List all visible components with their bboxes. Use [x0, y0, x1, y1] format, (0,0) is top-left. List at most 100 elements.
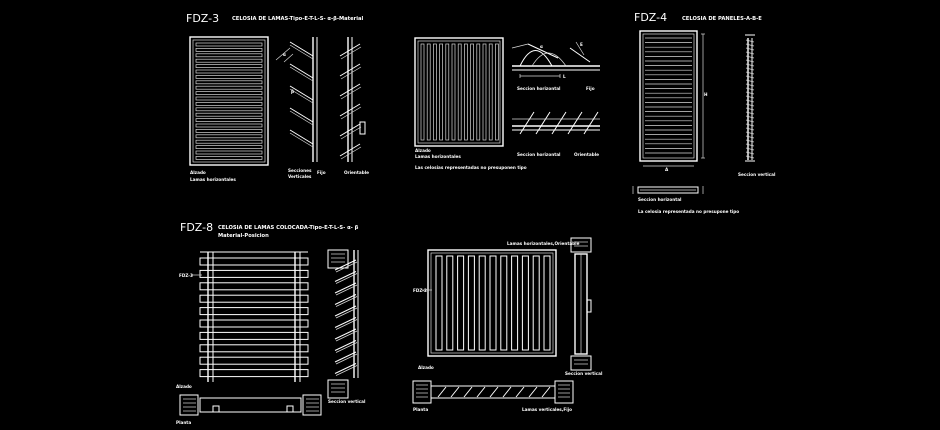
slat — [195, 91, 263, 95]
section-slat — [334, 351, 357, 363]
plan-slat — [528, 386, 538, 398]
slat — [195, 48, 263, 52]
svg-text:E: E — [580, 42, 583, 47]
fdz8-detail: FDZ-8 CELOSIA DE LAMAS COLOCADA-Tipo-E-T… — [176, 221, 366, 425]
slat — [195, 134, 263, 139]
bc-label-seccion-v: Seccion vertical — [565, 371, 603, 376]
section-slat — [339, 43, 361, 57]
bottom-center-detail: Lamas horizontales,Orientable FDZ-2 Alza… — [412, 237, 603, 412]
bc-label-planta: Planta — [413, 407, 428, 412]
section-slat — [745, 47, 755, 51]
slat — [470, 43, 474, 141]
slat — [435, 255, 443, 351]
fdz8-label-alzado: Alzado — [176, 384, 192, 389]
slat — [195, 69, 263, 74]
slat — [543, 255, 551, 351]
bc-label-lamas-v: Lamas verticales,Fijo — [522, 407, 572, 412]
slat — [476, 43, 481, 141]
section-slat — [745, 127, 755, 131]
section-slat — [745, 43, 755, 47]
ct-section-orientable — [512, 111, 600, 135]
ct-note: Las celosias representadas no presuponen… — [415, 165, 527, 170]
section-slat — [745, 87, 755, 91]
section-slat — [339, 143, 361, 157]
slat — [195, 42, 263, 47]
fdz8-label-seccion-v: Seccion vertical — [328, 399, 366, 404]
section-slat — [745, 75, 755, 79]
section-slat — [335, 319, 358, 330]
bc-label-alzado: Alzado — [418, 365, 434, 370]
slat — [195, 118, 263, 122]
section-slat — [339, 103, 361, 117]
section-slat — [535, 111, 551, 135]
fdz8-subtitle: Material-Posicion — [218, 233, 269, 239]
section-slat — [289, 44, 314, 60]
fdz3-title: CELOSIA DE LAMAS-Tipo-E-T-L-S- α-β-Mater… — [232, 16, 363, 22]
bc-ref: FDZ-2 — [413, 288, 427, 293]
svg-text:H: H — [704, 92, 708, 97]
slat — [195, 150, 263, 155]
slat — [199, 356, 309, 365]
slat — [195, 107, 263, 112]
section-slat — [335, 342, 358, 353]
fdz3-label-orientable: Orientable — [344, 170, 369, 175]
fdz4-title: CELOSIA DE PANELES-A-B-E — [682, 16, 762, 22]
fdz3-section-fijo: α β — [275, 37, 318, 162]
fdz3-label-alzado: Alzado — [190, 170, 206, 175]
section-slat — [289, 88, 314, 104]
section-slat — [340, 86, 362, 100]
fdz3-label-fijo: Fijo — [317, 170, 326, 175]
section-slat — [340, 66, 362, 80]
section-slat — [334, 282, 357, 294]
ct-label-seccion-h: Seccion horizontal — [517, 86, 561, 91]
ct-label-lamas: Lamas horizontales — [415, 154, 461, 159]
slat — [457, 43, 462, 141]
section-slat — [289, 132, 314, 148]
slat — [199, 344, 309, 353]
section-slat — [745, 147, 755, 151]
fdz4-label-seccion-v: Seccion vertical — [738, 172, 776, 177]
plan-slat — [489, 386, 499, 398]
section-slat — [745, 55, 755, 59]
svg-text:A: A — [665, 167, 669, 172]
slat — [489, 255, 497, 351]
fdz8-plan — [179, 394, 322, 416]
ct-section-fijo: L α E — [511, 41, 600, 79]
slat — [433, 43, 437, 141]
slat — [199, 369, 309, 378]
section-slat — [334, 271, 357, 282]
bc-section-vertical — [570, 237, 592, 371]
slat — [488, 43, 493, 141]
fdz3-label-lamas: Lamas horizontales — [190, 177, 236, 182]
slat — [199, 294, 309, 303]
slat — [521, 255, 529, 351]
section-slat — [745, 107, 755, 111]
section-slat — [745, 51, 755, 55]
slat — [511, 255, 519, 351]
slat — [195, 53, 263, 58]
section-slat — [745, 99, 755, 103]
slat — [464, 43, 468, 141]
section-slat — [334, 317, 357, 328]
slat — [195, 80, 263, 85]
section-slat — [339, 83, 361, 97]
section-slat — [289, 66, 314, 82]
section-slat — [335, 296, 358, 307]
fdz8-label-planta: Planta — [176, 420, 191, 425]
slat — [199, 319, 309, 328]
section-slat — [334, 363, 357, 374]
section-slat — [335, 273, 358, 284]
section-slat — [745, 67, 755, 71]
section-slat — [745, 155, 755, 159]
fdz3-section-orientable — [339, 37, 366, 162]
bc-elevation — [422, 249, 557, 357]
section-slat — [334, 259, 357, 271]
slat — [195, 129, 263, 133]
section-slat — [334, 305, 357, 317]
section-slat — [289, 110, 314, 126]
slat — [195, 145, 263, 149]
section-slat — [334, 328, 357, 340]
fdz4-detail: FDZ-4 CELOSIA DE PANELES-A-B-E H A Secci… — [632, 11, 776, 214]
section-slat — [335, 284, 358, 296]
